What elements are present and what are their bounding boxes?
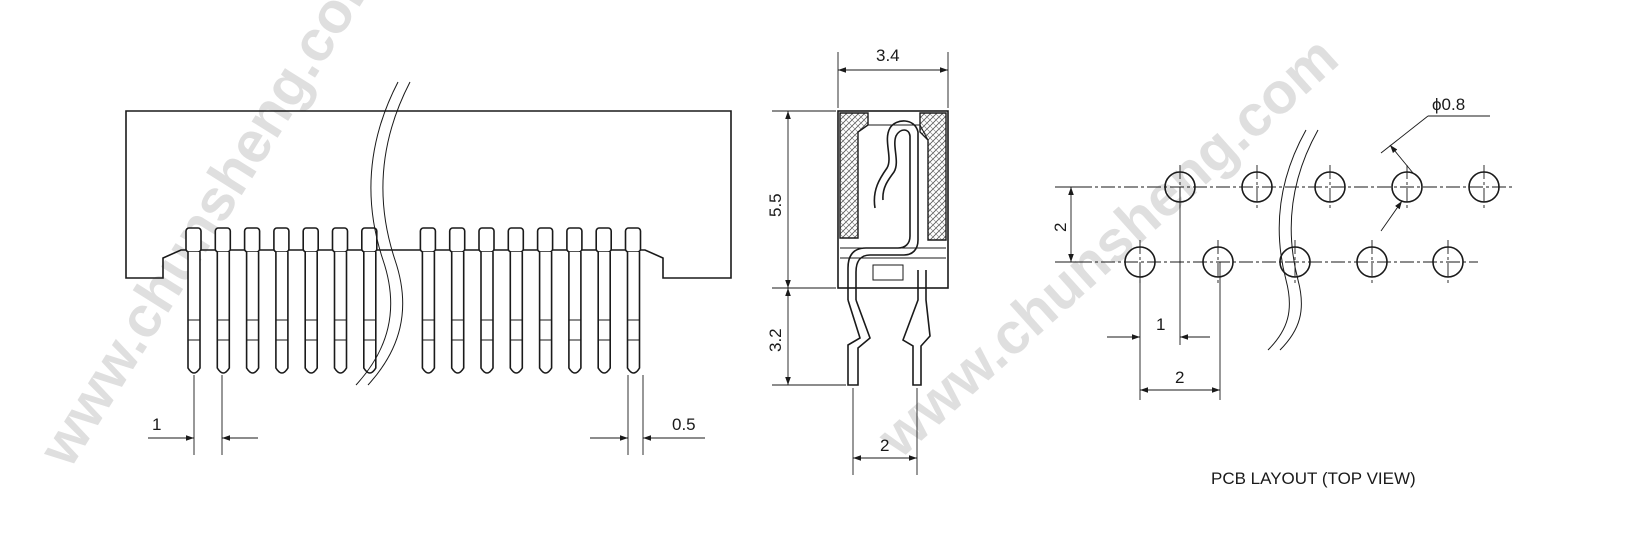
side-width-label: 3.4 (876, 46, 900, 65)
pcb-hole (1356, 240, 1388, 284)
front-pin-head (185, 227, 202, 253)
front-pin (360, 227, 378, 374)
pin-width-label: 0.5 (672, 415, 696, 434)
front-pin-head (536, 227, 554, 253)
dia-arrow-top (1389, 144, 1414, 174)
front-pin-body (597, 252, 611, 374)
front-pin (331, 227, 349, 374)
front-pin-body (245, 252, 260, 374)
front-pin-head (302, 227, 320, 253)
side-contact-spring (855, 120, 919, 300)
front-pin-head (566, 227, 583, 253)
front-pin-body (216, 252, 231, 374)
pcb-pitch-label: 2 (1175, 368, 1184, 387)
side-row-spacing-label: 2 (880, 436, 889, 455)
front-pin-head (448, 227, 466, 253)
front-pin-body (304, 252, 318, 374)
front-pin (243, 227, 261, 374)
side-leg-right (902, 270, 931, 386)
front-pin (624, 227, 642, 374)
side-tail-length-label: 3.2 (766, 328, 785, 352)
front-pin (448, 227, 466, 374)
front-pin (507, 227, 525, 374)
pcb-hole (1314, 165, 1346, 209)
front-pin (419, 227, 437, 374)
side-body-height-label: 5.5 (766, 193, 785, 217)
front-pin-body (187, 252, 201, 374)
front-pin-body (333, 252, 348, 374)
pcb-break-line-2 (1267, 129, 1307, 351)
front-pin-head (478, 227, 495, 253)
pcb-hole-diameter-label: ϕ0.8 (1432, 95, 1465, 114)
front-pin-body (509, 252, 524, 374)
pcb-hole (1241, 165, 1273, 209)
watermark-right: www.chunsheng.com (864, 24, 1350, 470)
pcb-hole (1202, 240, 1234, 284)
front-pin (185, 227, 202, 374)
front-pin (536, 227, 554, 374)
pcb-layout-title: PCB LAYOUT (TOP VIEW) (1211, 469, 1416, 488)
front-pin-head (360, 227, 378, 253)
front-housing-outline (125, 110, 732, 279)
pcb-hole (1279, 240, 1311, 284)
dia-arrow-bottom (1380, 200, 1403, 232)
front-pin-head (419, 227, 437, 253)
side-base-notch (872, 264, 904, 281)
pcb-layout: ϕ0.8 2 1 2 PCB LAYOUT (TOP VIEW) (1051, 95, 1515, 488)
front-pin-head (331, 227, 349, 253)
front-pin-body (421, 252, 436, 374)
pcb-hole (1391, 165, 1423, 209)
front-pin (478, 227, 495, 374)
side-view: 3.4 5.5 3.2 2 (766, 46, 949, 475)
pcb-row-spacing-label: 2 (1051, 223, 1070, 232)
front-break-line-2 (355, 81, 399, 386)
front-pin-body (480, 252, 494, 374)
side-body-outline (837, 110, 949, 289)
pcb-hole (1432, 240, 1464, 284)
pcb-row-offset-label: 1 (1156, 315, 1165, 334)
front-pin-body (626, 252, 641, 374)
front-pin (273, 227, 290, 374)
side-contact-spring-inner (847, 129, 911, 300)
front-pin (566, 227, 583, 374)
front-pin-head (624, 227, 642, 253)
front-pin-head (214, 227, 232, 253)
front-pin-body (568, 252, 582, 374)
front-pins (185, 227, 642, 374)
front-view: 1 0.5 (125, 81, 732, 455)
front-pin-body (450, 252, 465, 374)
pcb-break-line-1 (1279, 129, 1319, 351)
front-pin (302, 227, 320, 374)
side-leg-left (847, 299, 871, 386)
front-pin (595, 227, 613, 374)
front-pin-head (507, 227, 525, 253)
front-break-line-1 (367, 81, 411, 386)
pitch-label: 1 (152, 415, 161, 434)
front-pin-body (538, 252, 553, 374)
dia-leader-upper (1380, 115, 1429, 154)
front-pin-head (273, 227, 290, 253)
front-pin-body (363, 252, 377, 374)
front-pin-body (275, 252, 289, 374)
front-pin (214, 227, 232, 374)
side-cavity-top (857, 124, 929, 141)
front-pin-head (595, 227, 613, 253)
pcb-hole (1468, 165, 1500, 209)
side-wall-left (839, 112, 869, 239)
front-pin-head (243, 227, 261, 253)
